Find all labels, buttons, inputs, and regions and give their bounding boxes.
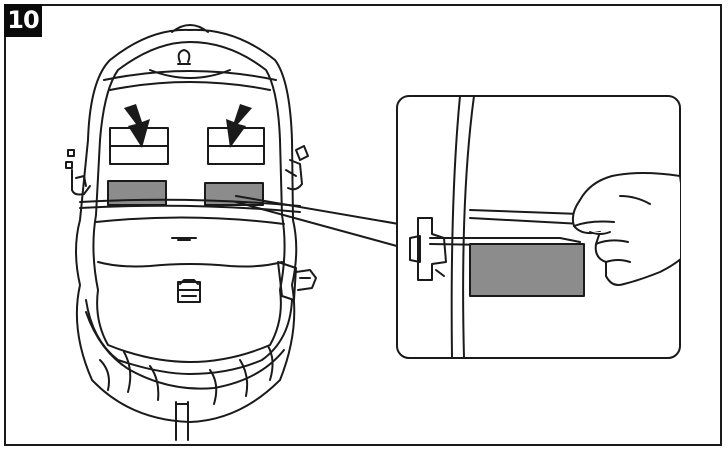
center-buckle — [178, 280, 200, 302]
detail-callout-panel — [397, 96, 690, 358]
detail-gray-pad — [470, 244, 584, 296]
right-side-buckle — [286, 146, 308, 189]
backpack-open-view — [66, 25, 316, 440]
zipper-pull — [178, 50, 190, 64]
